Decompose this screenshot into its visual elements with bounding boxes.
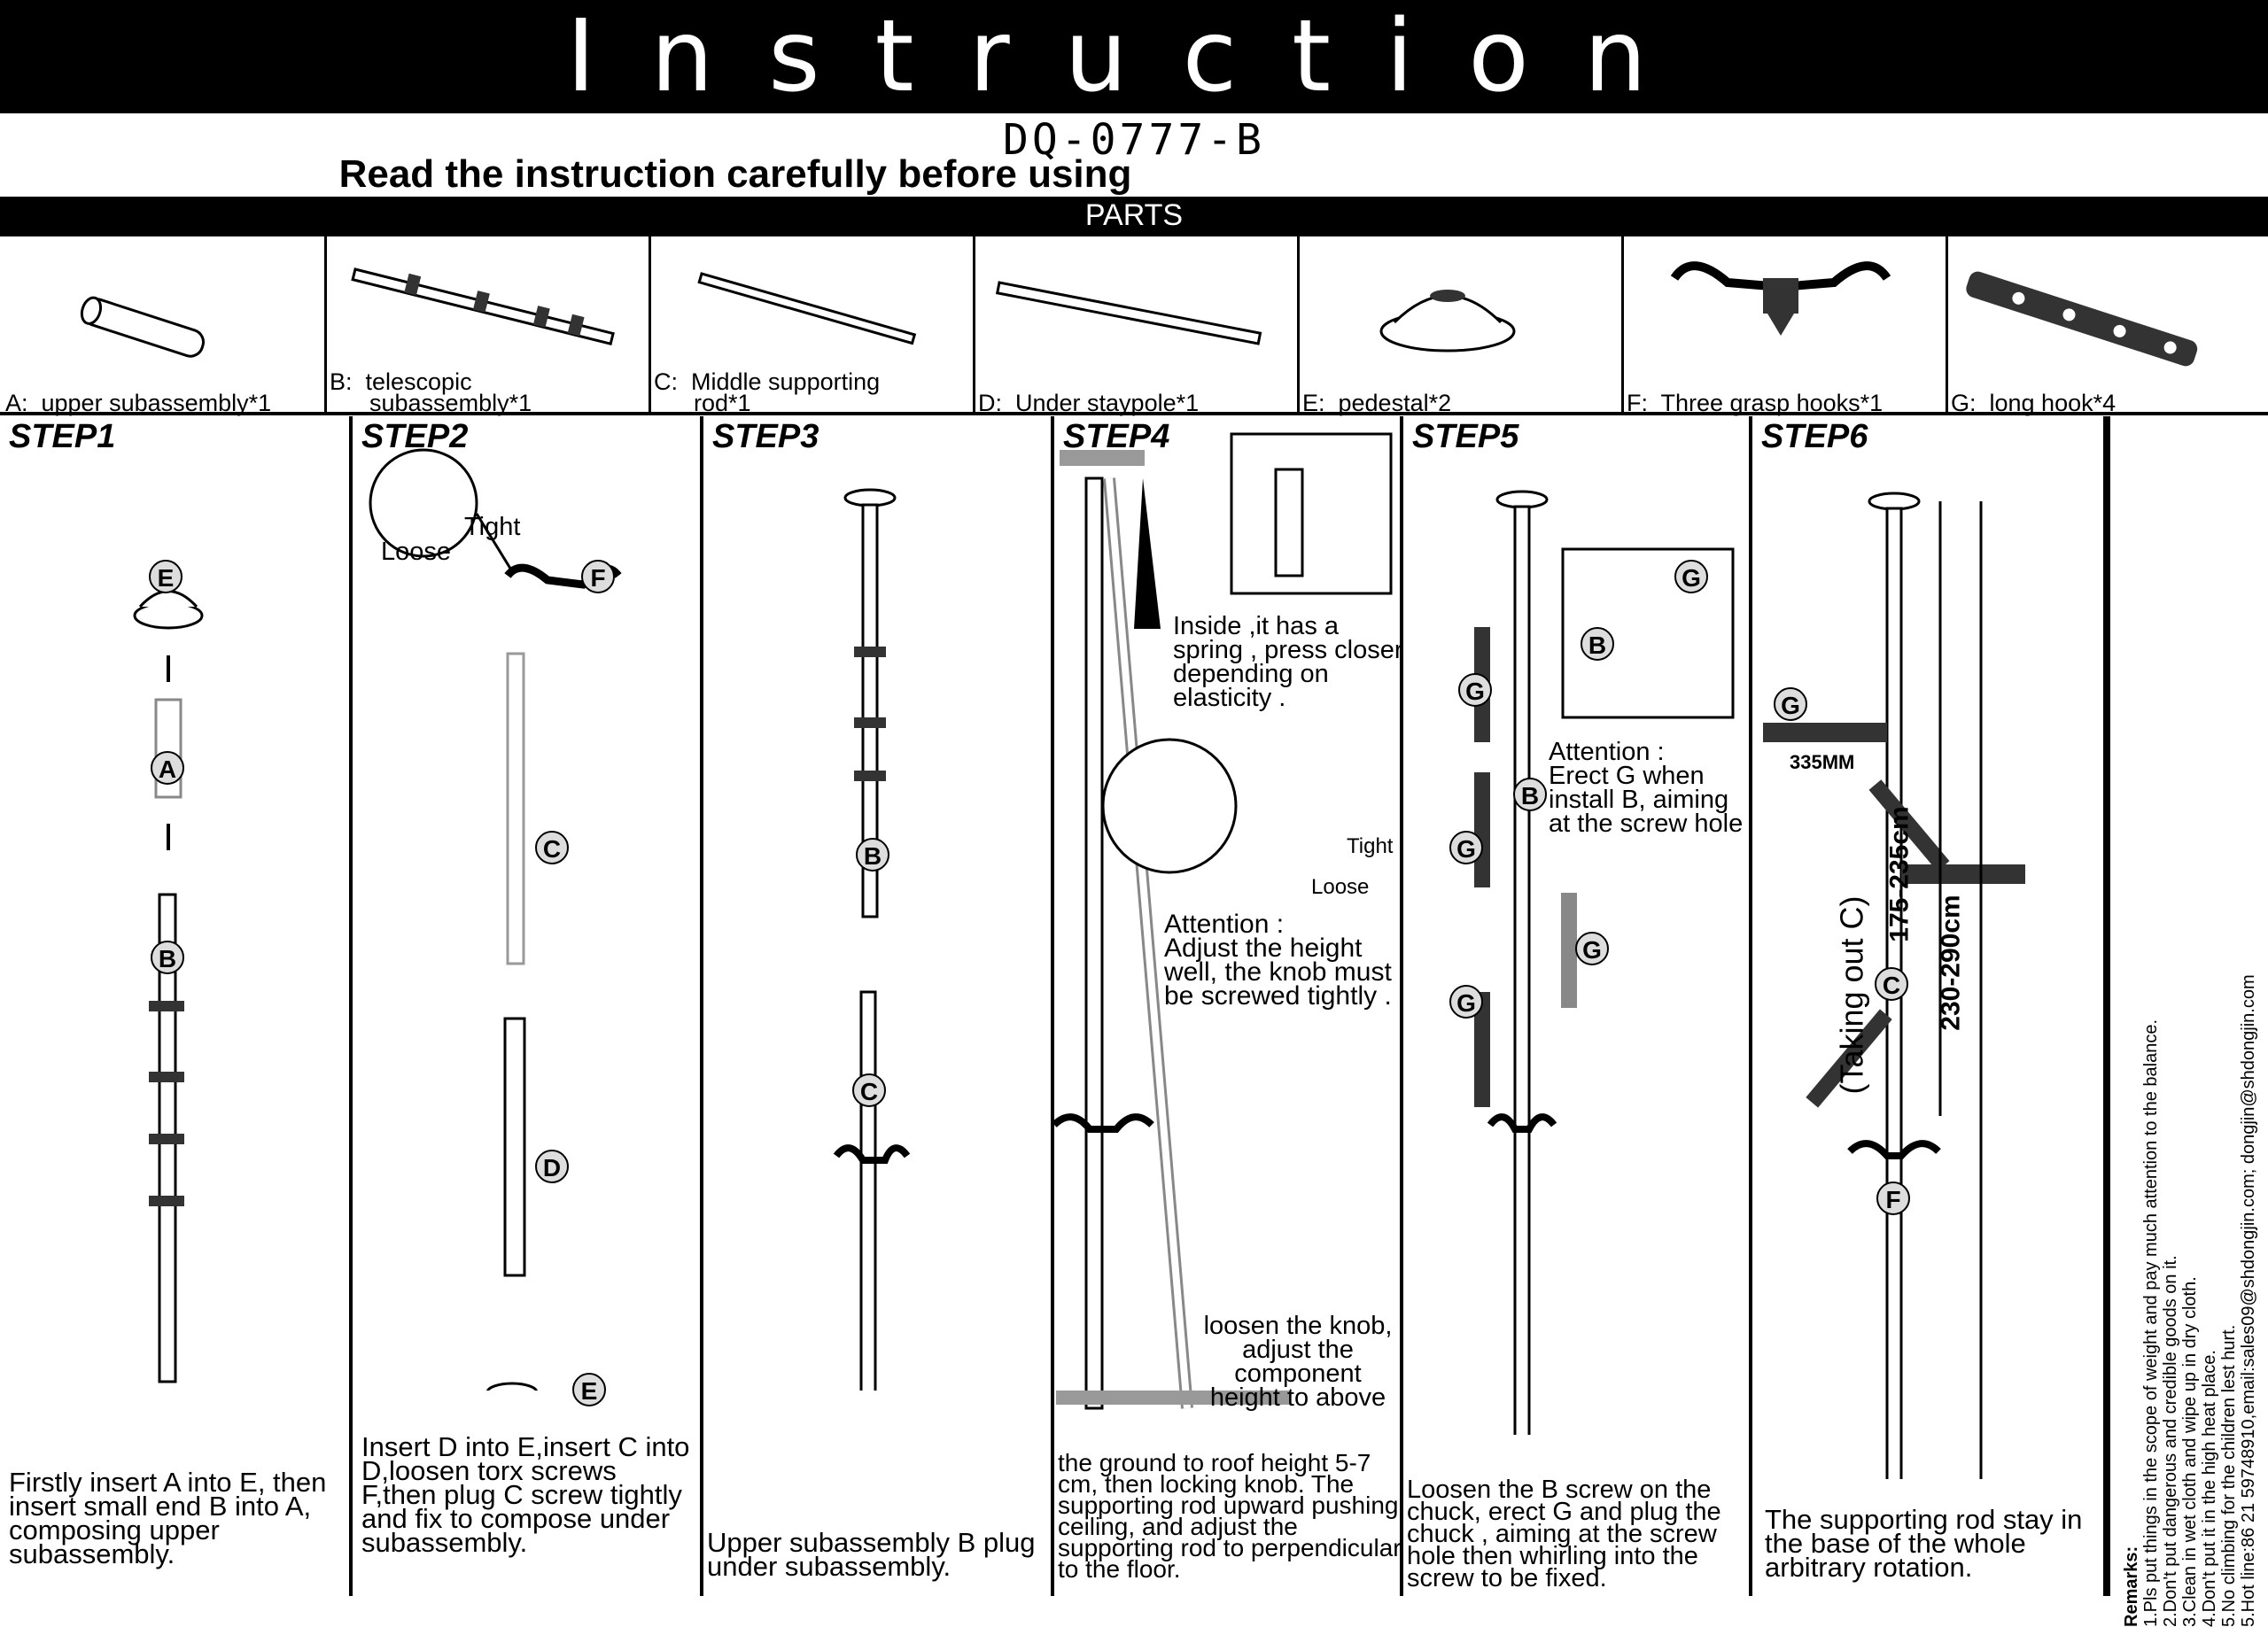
step6-panel: STEP6 G C F 335MM 175-235cm 230-290cm (T… (1752, 416, 2107, 1596)
step6-label-c: C (1875, 967, 1908, 1001)
part-b-label: B: telescopic subassembly*1 (330, 368, 532, 416)
step5-attention: Attention : Erect G when install B, aimi… (1549, 738, 1744, 838)
remarks-text: Remarks: 1.Pls put things in the scope o… (2122, 476, 2258, 1627)
model-number: DQ-0777-B (1002, 115, 1266, 165)
step4-inside-note: Inside ,it has a spring , press closer d… (1173, 612, 1403, 712)
step1-title: STEP1 (9, 418, 116, 455)
remarks-item: 1.Pls put things in the scope of weight … (2141, 1019, 2161, 1627)
step1-panel: STEP1 E A B Firstly insert A into E, the… (0, 416, 353, 1596)
step5-title: STEP5 (1412, 418, 1519, 455)
step4-loose: Loose (1311, 875, 1370, 899)
step1-text: Firstly insert A into E, then insert sma… (9, 1467, 327, 1569)
part-f-label: F: Three grasp hooks*1 (1627, 390, 1884, 416)
remarks-item: 5.Hot line:86 21 59748910,email:sales09@… (2239, 974, 2258, 1627)
step6-dim-width: 335MM (1790, 751, 1855, 773)
step5-label-b2: B (1581, 627, 1614, 661)
step4-loosen-note: loosen the knob, adjust the component he… (1203, 1312, 1393, 1412)
step4-title: STEP4 (1063, 418, 1170, 455)
subtitle: Read the instruction carefully before us… (338, 152, 1132, 196)
part-e-drawing (1379, 290, 1516, 353)
step2-label-d: D (535, 1150, 569, 1183)
step6-drawing (1763, 492, 2025, 1479)
step2-loose: Loose (381, 538, 452, 566)
step6-label-f: F (1876, 1182, 1910, 1215)
step5-label-b1: B (1513, 778, 1547, 811)
parts-row (0, 234, 2268, 415)
step3-title: STEP3 (712, 418, 819, 455)
step2-label-f: F (581, 560, 615, 593)
part-b: B: telescopic subassembly*1 (324, 234, 651, 415)
step2-tight: Tight (464, 513, 521, 541)
step4-attention: Attention : Adjust the height well, the … (1164, 910, 1392, 1011)
part-b-drawing (351, 267, 615, 346)
step3-label-c: C (852, 1073, 886, 1107)
step6-label-g: G (1774, 687, 1807, 721)
step2-text: Insert D into E,insert C into D,loosen t… (361, 1431, 690, 1558)
step3-label-b: B (856, 838, 889, 872)
part-a-label: A: upper subassembly*1 (5, 390, 272, 416)
part-a-drawing (80, 296, 206, 358)
part-e-label: E: pedestal*2 (1302, 390, 1452, 416)
step2-label-c: C (535, 831, 569, 864)
step4-drawing (1054, 432, 1393, 1410)
part-f-drawing (1670, 261, 1891, 336)
step5-label-g1: G (1458, 673, 1492, 707)
part-e: E: pedestal*2 (1297, 234, 1624, 415)
step5-label-g5: G (1674, 560, 1708, 593)
step5-label-g3: G (1575, 932, 1609, 965)
step3-drawing (833, 488, 911, 1391)
step4-text: the ground to roof height 5-7 cm, then l… (1058, 1449, 1402, 1583)
part-a: A: upper subassembly*1 (0, 234, 327, 415)
step1-label-a: A (151, 751, 184, 785)
part-d-drawing (995, 281, 1262, 345)
step4-panel: STEP4 Inside ,it has a spring , press cl… (1054, 416, 1403, 1596)
step1-label-e: E (149, 560, 183, 593)
step2-panel: STEP2 Tight Loose F C D E Insert D into … (353, 416, 703, 1596)
part-g-label: G: long hook*4 (1951, 390, 2117, 416)
part-f: F: Three grasp hooks*1 (1621, 234, 1948, 415)
part-g-drawing (1966, 271, 2198, 367)
remarks-item: 5.No climbing for the children lest hurt… (2219, 1324, 2239, 1627)
step4-tight: Tight (1347, 834, 1394, 858)
step5-panel: STEP5 G B G G G B G Attention : Erect G … (1403, 416, 1752, 1596)
step5-label-g2: G (1449, 831, 1483, 864)
remarks-item: 4.Don't put it in the high heat place. (2200, 1350, 2219, 1627)
step6-dim-outer: 230-290cm (1936, 895, 1966, 1031)
step1-drawing (133, 590, 204, 1383)
part-c-drawing (697, 272, 917, 345)
step3-panel: STEP3 B C Upper subassembly B plug under… (703, 416, 1054, 1596)
step5-drawing (1474, 490, 1735, 1435)
step5-label-g4: G (1449, 985, 1483, 1019)
step2-drawing (369, 448, 622, 1391)
step1-label-b: B (151, 941, 184, 974)
step6-title: STEP6 (1761, 418, 1868, 455)
step6-text: The supporting rod stay in the base of t… (1765, 1504, 2083, 1583)
part-c-label: C: Middle supporting rod*1 (654, 368, 881, 416)
step3-text: Upper subassembly B plug under subassemb… (707, 1527, 1036, 1582)
part-d: D: Under staypole*1 (973, 234, 1300, 415)
step2-label-e: E (572, 1373, 606, 1406)
step5-text: Loosen the B screw on the chuck, erect G… (1407, 1476, 1721, 1592)
remarks-panel: Remarks: 1.Pls put things in the scope o… (2107, 416, 2268, 1627)
title-bar: Instruction (0, 0, 2268, 114)
remarks-item: 3.Clean in wet cloth and wipe up in dry … (2180, 1276, 2200, 1627)
step6-taking-out: (Taking out C) (1833, 895, 1870, 1095)
parts-heading: PARTS (0, 197, 2268, 234)
page-title: Instruction (566, 0, 1702, 114)
part-d-label: D: Under staypole*1 (978, 390, 1200, 416)
remarks-item: 2.Don't put dangerous and credible goods… (2161, 1255, 2180, 1627)
part-g: G: long hook*4 (1946, 234, 2268, 415)
step6-dim-inner: 175-235cm (1884, 806, 1915, 942)
remarks-heading: Remarks: (2122, 1546, 2141, 1627)
part-c: C: Middle supporting rod*1 (649, 234, 975, 415)
step2-title: STEP2 (361, 418, 469, 455)
